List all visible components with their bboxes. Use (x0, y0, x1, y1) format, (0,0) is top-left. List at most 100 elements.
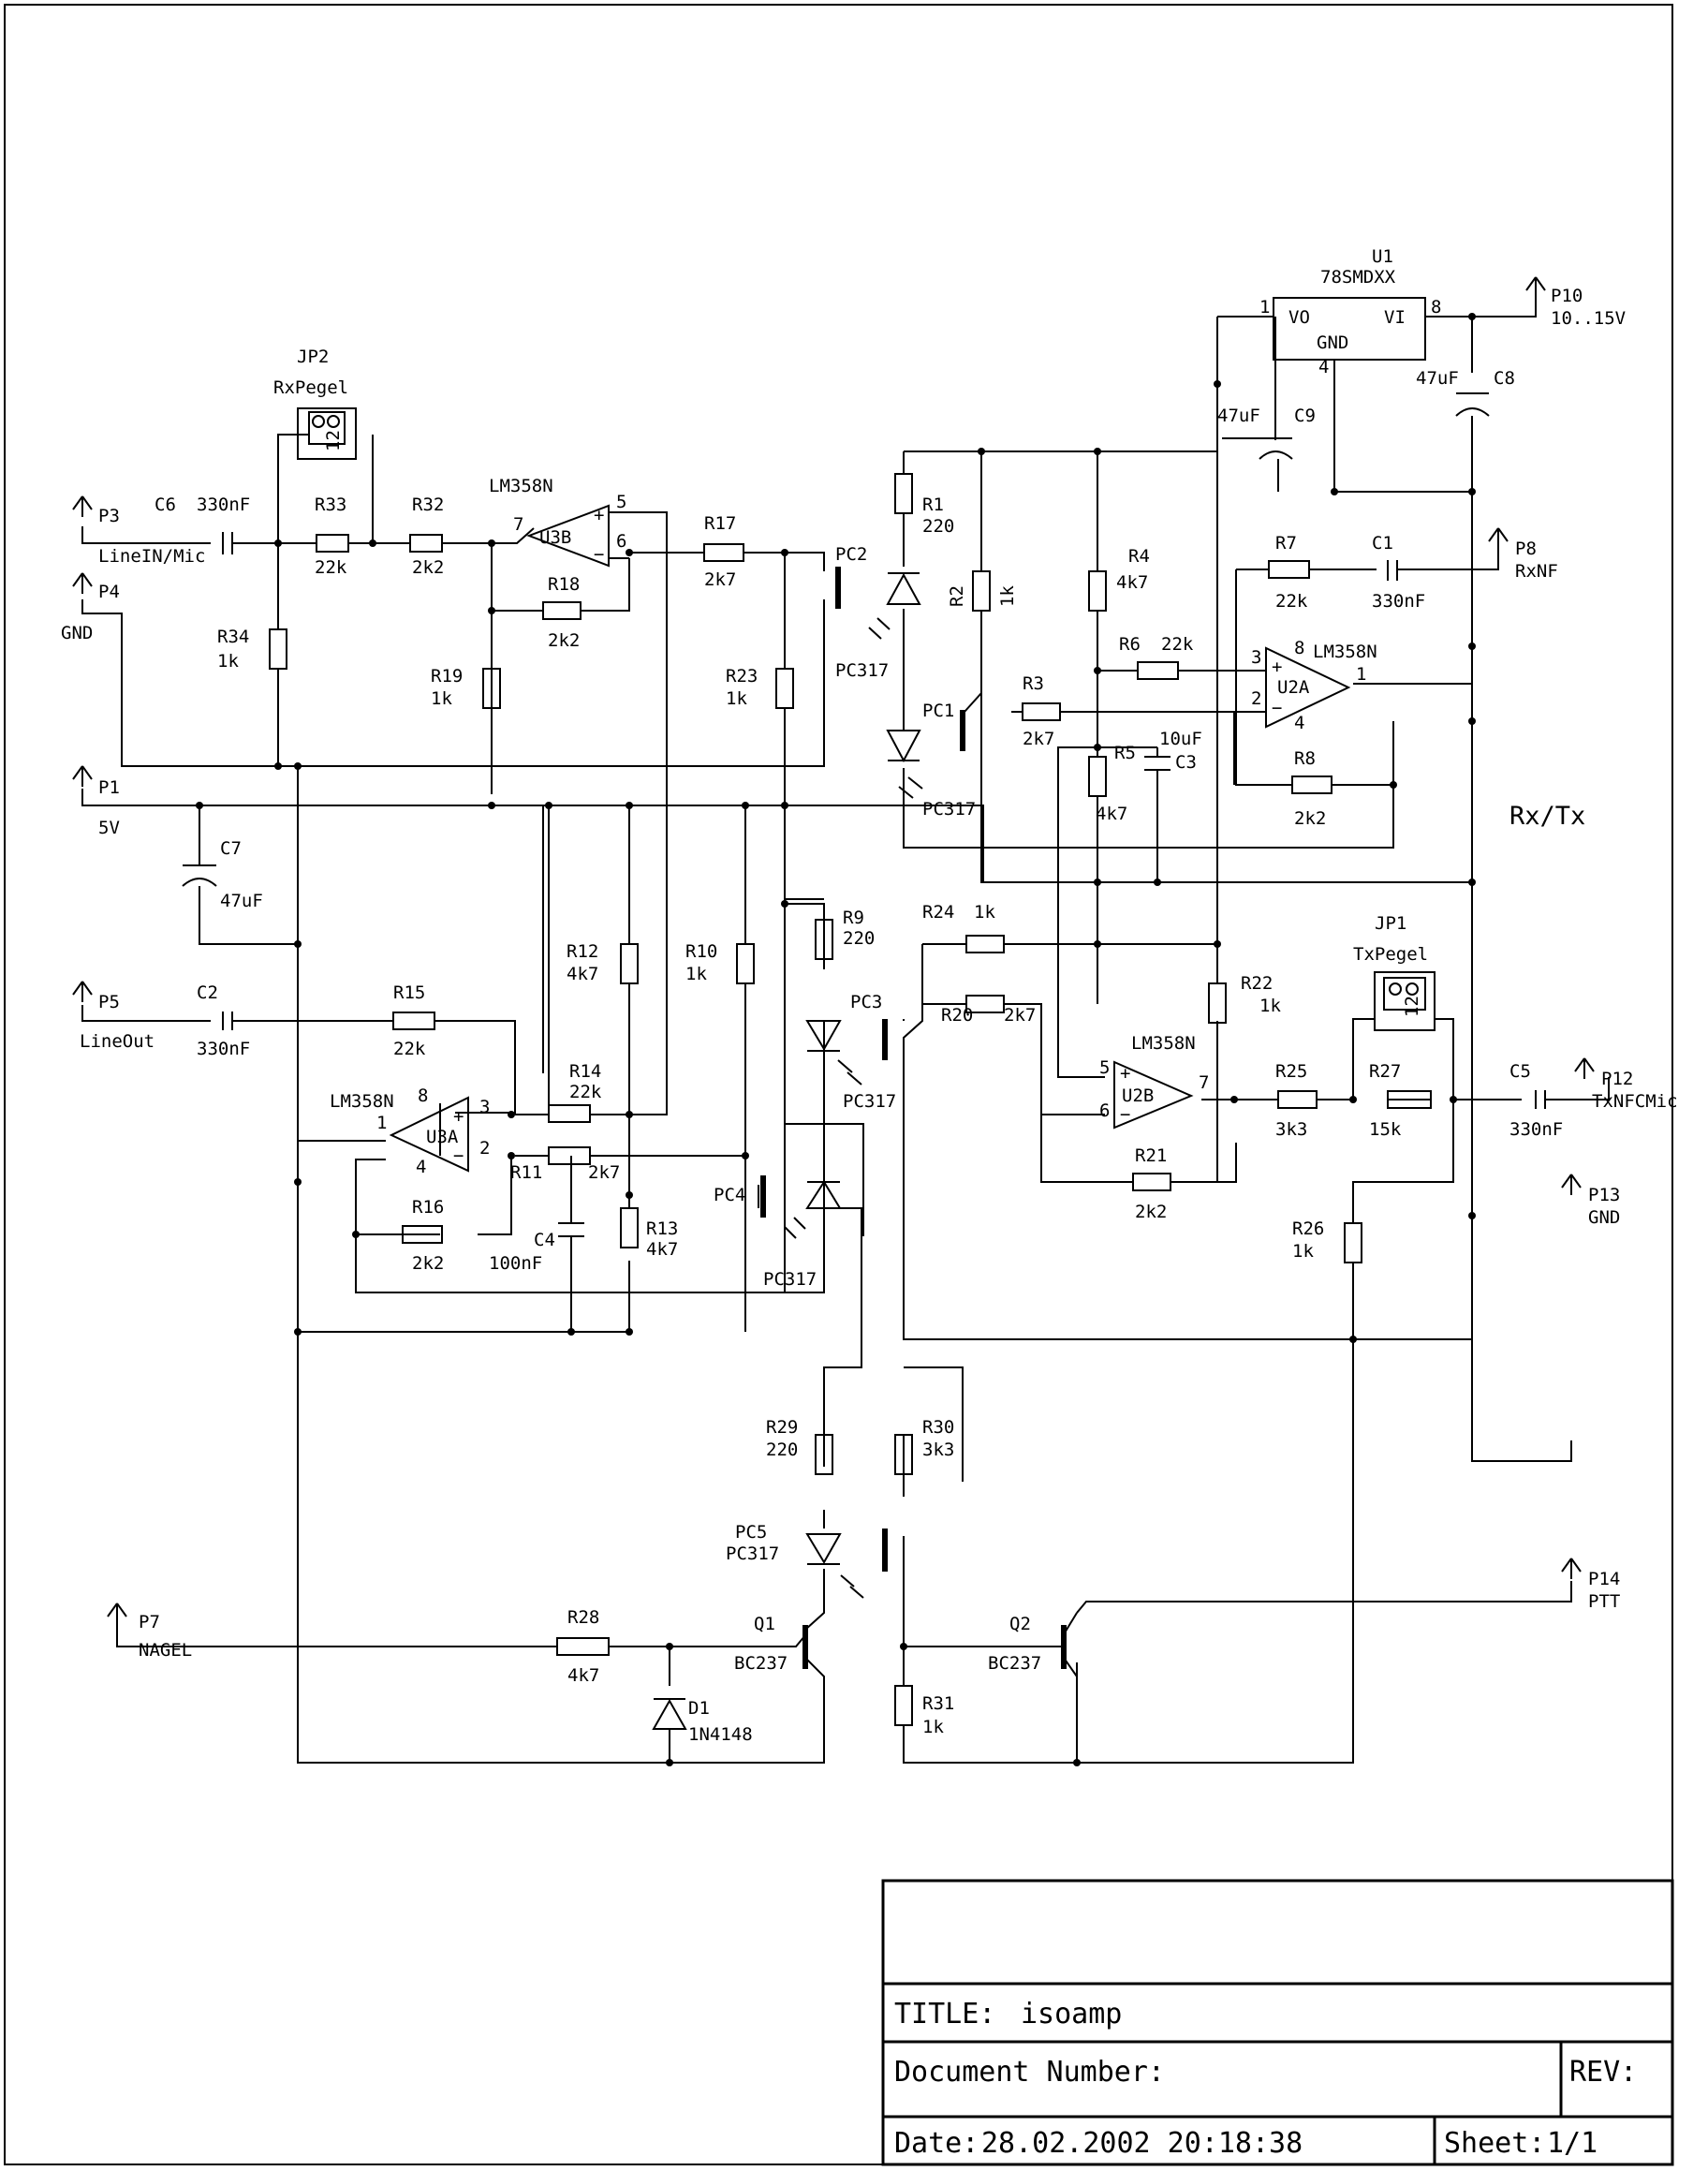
svg-text:C1: C1 (1372, 533, 1393, 554)
svg-text:220: 220 (843, 928, 875, 949)
svg-text:2k2: 2k2 (412, 1253, 444, 1274)
svg-text:U2A: U2A (1277, 677, 1310, 698)
svg-text:3k3: 3k3 (1275, 1119, 1307, 1140)
svg-text:C4: C4 (534, 1230, 555, 1250)
svg-text:BC237: BC237 (988, 1653, 1041, 1674)
svg-text:R28: R28 (567, 1607, 599, 1628)
svg-text:22k: 22k (569, 1082, 602, 1102)
svg-text:1: 1 (1259, 297, 1270, 318)
document-number-label: Document Number: (894, 2056, 1165, 2089)
svg-text:3: 3 (479, 1097, 490, 1117)
svg-text:R33: R33 (315, 495, 346, 515)
svg-text:4: 4 (416, 1157, 426, 1177)
svg-text:P12: P12 (1601, 1069, 1633, 1089)
optocoupler-pc2: PC2 PC317 (835, 544, 921, 681)
port-p8: P8 RxNF (1488, 527, 1558, 582)
svg-text:R27: R27 (1369, 1061, 1401, 1082)
svg-text:4k7: 4k7 (567, 1665, 599, 1686)
svg-text:7: 7 (1199, 1072, 1209, 1093)
svg-text:4k7: 4k7 (567, 964, 598, 984)
svg-text:C8: C8 (1494, 368, 1515, 389)
port-p5: P5 LineOut (72, 981, 155, 1052)
svg-text:−: − (594, 544, 604, 565)
svg-text:TxNFCMic: TxNFCMic (1592, 1091, 1678, 1112)
svg-text:NAGEL: NAGEL (139, 1640, 192, 1661)
svg-text:P1: P1 (98, 777, 120, 798)
svg-text:R5: R5 (1114, 743, 1136, 763)
svg-text:R19: R19 (431, 666, 463, 687)
svg-text:5: 5 (1099, 1057, 1110, 1078)
svg-text:R12: R12 (567, 941, 598, 962)
svg-text:U3B: U3B (539, 527, 571, 548)
svg-text:R14: R14 (569, 1061, 601, 1082)
svg-text:6: 6 (616, 531, 626, 552)
svg-text:220: 220 (922, 516, 954, 537)
svg-text:5: 5 (616, 492, 626, 512)
jumper-jp2: JP2 RxPegel 12 (273, 347, 357, 460)
port-p10: P10 10..15V (1525, 276, 1626, 329)
svg-text:R25: R25 (1275, 1061, 1307, 1082)
svg-text:PC4: PC4 (714, 1185, 745, 1205)
svg-text:+: + (453, 1106, 464, 1127)
svg-text:1N4148: 1N4148 (688, 1724, 753, 1745)
svg-text:47uF: 47uF (1217, 406, 1260, 426)
svg-text:C2: C2 (197, 982, 218, 1003)
svg-text:R7: R7 (1275, 533, 1297, 554)
svg-text:1k: 1k (431, 688, 452, 709)
svg-text:LineOut: LineOut (80, 1031, 155, 1052)
title-block: TITLE: isoamp Document Number: REV: Date… (881, 1879, 1674, 2166)
svg-text:330nF: 330nF (197, 495, 250, 515)
svg-text:1: 1 (376, 1113, 387, 1133)
svg-text:1k: 1k (685, 964, 707, 984)
svg-text:4: 4 (1294, 713, 1304, 733)
svg-text:P8: P8 (1515, 539, 1537, 559)
svg-text:PTT: PTT (1588, 1591, 1620, 1612)
svg-text:P13: P13 (1588, 1185, 1620, 1205)
port-p4: P4 GND (61, 572, 120, 643)
svg-text:R1: R1 (922, 495, 944, 515)
svg-text:C7: C7 (220, 838, 242, 859)
svg-text:LM358N: LM358N (1131, 1033, 1196, 1054)
svg-text:R3: R3 (1023, 673, 1044, 694)
date-value: 28.02.2002 20:18:38 (981, 2127, 1303, 2160)
capacitor-c8: C8 47uF (1416, 368, 1515, 417)
svg-text:47uF: 47uF (1416, 368, 1459, 389)
svg-text:8: 8 (418, 1086, 428, 1106)
transistor-q2: Q2 BC237 (988, 1612, 1078, 1677)
svg-text:R18: R18 (548, 574, 580, 595)
svg-text:P10: P10 (1551, 286, 1583, 306)
svg-text:C3: C3 (1175, 752, 1197, 773)
svg-text:R30: R30 (922, 1417, 954, 1438)
svg-text:P5: P5 (98, 992, 120, 1012)
svg-text:PC317: PC317 (763, 1269, 817, 1290)
svg-text:2: 2 (479, 1138, 490, 1159)
svg-text:R31: R31 (922, 1693, 954, 1714)
svg-text:P14: P14 (1588, 1569, 1620, 1589)
svg-text:JP1: JP1 (1375, 913, 1406, 934)
date-label: Date: (894, 2127, 979, 2160)
resistor-r25: R25 3k3 (1275, 1061, 1318, 1140)
svg-text:R29: R29 (766, 1417, 798, 1438)
resistor-r2: R2 1k (947, 570, 1018, 612)
svg-text:5V: 5V (98, 818, 120, 838)
svg-text:22k: 22k (1161, 634, 1194, 655)
svg-text:R22: R22 (1241, 973, 1273, 994)
svg-text:C9: C9 (1294, 406, 1316, 426)
svg-text:1k: 1k (1259, 996, 1281, 1016)
capacitor-c9: C9 47uF (1217, 406, 1316, 460)
svg-text:3k3: 3k3 (922, 1440, 954, 1460)
svg-text:P7: P7 (139, 1612, 160, 1632)
svg-text:1k: 1k (997, 585, 1018, 607)
